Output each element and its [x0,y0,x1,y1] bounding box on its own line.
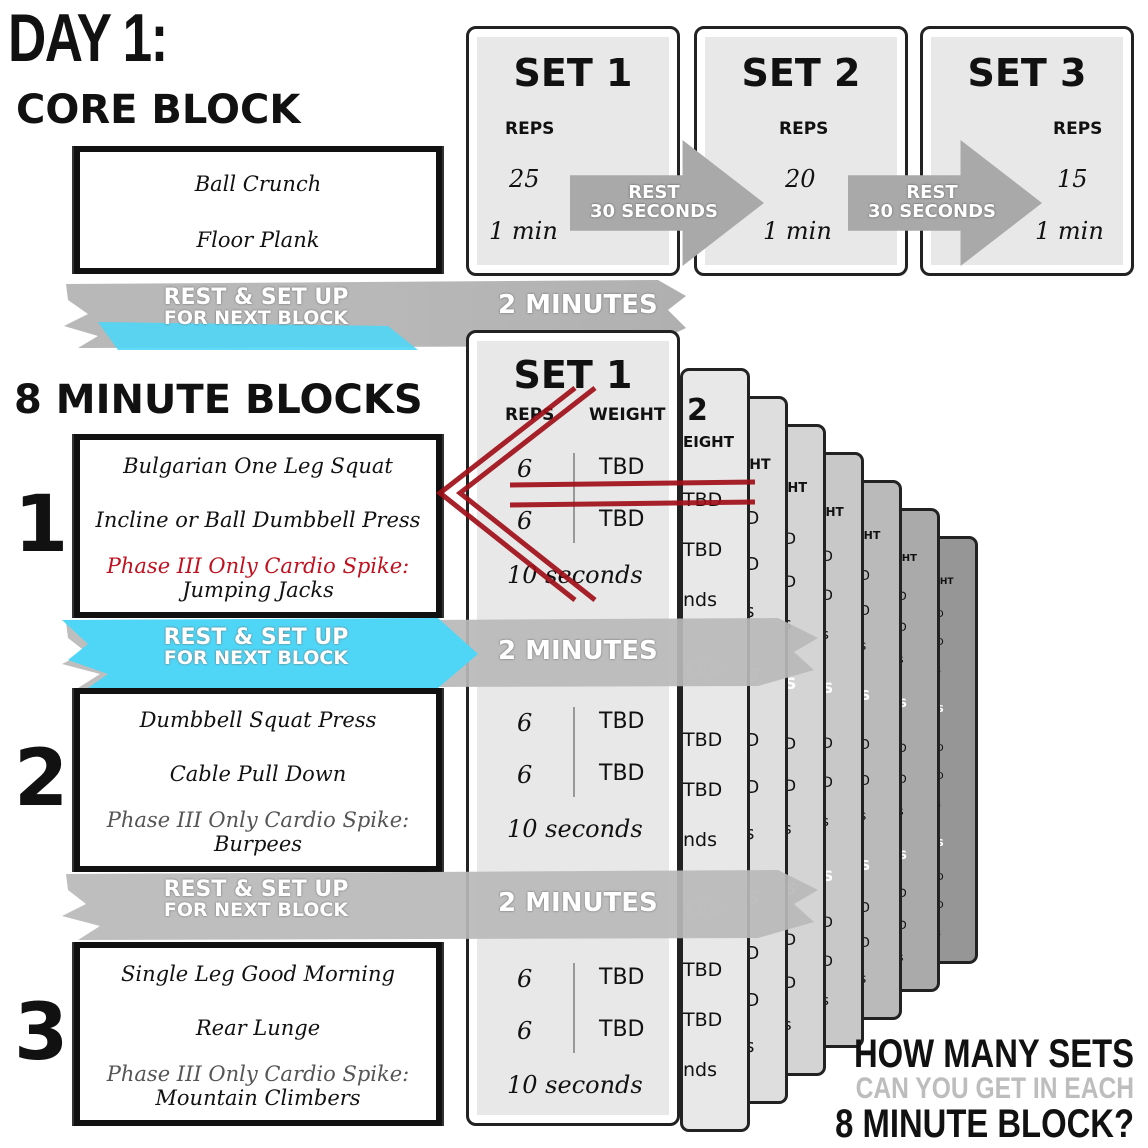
rest-banner-1: REST & SET UP FOR NEXT BLOCK 2 MINUTES [58,276,686,352]
weight-fragment: EIGHT [683,433,734,451]
block-exercise-2: Incline or Ball Dumbbell Press [95,508,421,532]
reps-label: REPS [1053,119,1103,139]
cardio-spike-label: Phase III Only Cardio Spike: [106,1062,410,1086]
stack-fragment: nds [683,829,718,851]
block-number: 2 [14,734,69,824]
reps-value: 6 [517,1017,533,1045]
column-divider [573,453,575,543]
reps-label: REPS [505,119,555,139]
core-exercise-2: Floor Plank [196,228,320,252]
rest-line1: REST & SET UP [163,877,349,902]
core-set-title: SET 3 [967,51,1087,95]
core-set-title: SET 2 [741,51,861,95]
day-title: DAY 1: [8,0,168,76]
rest-line2: FOR NEXT BLOCK [163,647,349,670]
time-value: 1 min [489,217,558,245]
cardio-spike-label: Phase III Only Cardio Spike: [106,808,410,832]
weight-value: TBD [599,507,645,532]
rest-duration: 2 MINUTES [498,290,658,320]
reps-value: 6 [517,507,533,535]
block-exercise-2: Cable Pull Down [169,762,347,786]
stack-set-number: 2 [687,393,708,428]
minute-blocks-heading: 8 MINUTE BLOCKS [14,377,423,423]
core-exercise-box: Ball Crunch Floor Plank [74,146,442,274]
block-exercise-box: Single Leg Good Morning Rear Lunge Phase… [74,942,442,1126]
cardio-spike-exercise: Burpees [213,832,303,856]
stack-fragment: nds [683,1059,718,1081]
block-number: 1 [14,480,69,570]
stack-fragment: TBD [683,1009,723,1031]
cardio-spike-exercise: Jumping Jacks [182,578,334,602]
rest-line2: FOR NEXT BLOCK [163,307,349,330]
reps-value: 20 [785,165,816,193]
reps-value: 6 [517,761,533,789]
time-value: 1 min [763,217,832,245]
core-set-title: SET 1 [513,51,633,95]
red-arrow [435,386,756,602]
rest-line1: REST & SET UP [163,285,349,310]
stack-fragment: TBD [683,959,723,981]
spike-time: 10 seconds [507,1071,643,1099]
core-block-heading: CORE BLOCK [16,87,301,133]
block-exercise-1: Dumbbell Squat Press [139,708,377,732]
reps-value: 6 [517,965,533,993]
footer-line1: HOW MANY SETS [853,1032,1134,1076]
rest-banner-3: REST & SET UP FOR NEXT BLOCK 2 MINUTES [58,866,818,944]
cardio-spike-exercise: Mountain Climbers [155,1086,361,1110]
reps-label: REPS [779,119,829,139]
weight-value: TBD [599,1017,645,1042]
cardio-spike-label: Phase III Only Cardio Spike: [106,554,410,578]
stack-fragment: TBD [683,729,723,751]
core-set-card-3: SET 3 REPS 15 1 min [920,26,1134,276]
block-exercise-box: Dumbbell Squat Press Cable Pull Down Pha… [74,688,442,872]
footer-question: HOW MANY SETS CAN YOU GET IN EACH 8 MINU… [714,1034,1134,1144]
weight-value: TBD [599,965,645,990]
footer-line2: CAN YOU GET IN EACH [855,1072,1134,1105]
column-divider [573,707,575,797]
reps-value: 15 [1057,165,1088,193]
reps-column-label: REPS [505,405,555,425]
weight-value: TBD [599,709,645,734]
block-number: 3 [14,988,69,1078]
rest-line2: FOR NEXT BLOCK [163,899,349,922]
stack-fragment: TBD [683,779,723,801]
core-set-card-1: SET 1 REPS 25 1 min [466,26,680,276]
stack-fragment: TBD [683,539,723,561]
rest-banner-2: REST & SET UP FOR NEXT BLOCK 2 MINUTES [58,614,818,692]
brush-stroke [62,618,818,688]
weight-value: TBD [599,455,645,480]
stacked-set-card: 2 EIGHTTBDTBDndsTESTBDTBDndsTESTBDTBDnds [680,368,750,1132]
rest-duration: 2 MINUTES [498,888,658,918]
rest-line1: REST & SET UP [163,625,349,650]
reps-value: 6 [517,709,533,737]
core-exercise-1: Ball Crunch [194,172,322,196]
block-exercise-box: Bulgarian One Leg Squat Incline or Ball … [74,434,442,618]
core-set-card-2: SET 2 REPS 20 1 min [694,26,908,276]
stack-fragment: nds [683,589,718,611]
spike-time: 10 seconds [507,815,643,843]
time-value: 1 min [1035,217,1104,245]
reps-value: 25 [509,165,540,193]
block-exercise-1: Bulgarian One Leg Squat [123,454,393,478]
block-exercise-1: Single Leg Good Morning [121,962,395,986]
reps-value: 6 [517,455,533,483]
rest-duration: 2 MINUTES [498,636,658,666]
weight-column-label: WEIGHT [589,405,666,425]
footer-line3: 8 MINUTE BLOCK? [835,1102,1134,1146]
block-exercise-2: Rear Lunge [195,1016,321,1040]
stack-fragment: TBD [683,489,723,511]
weight-value: TBD [599,761,645,786]
column-divider [573,963,575,1053]
brush-stroke [62,870,818,940]
